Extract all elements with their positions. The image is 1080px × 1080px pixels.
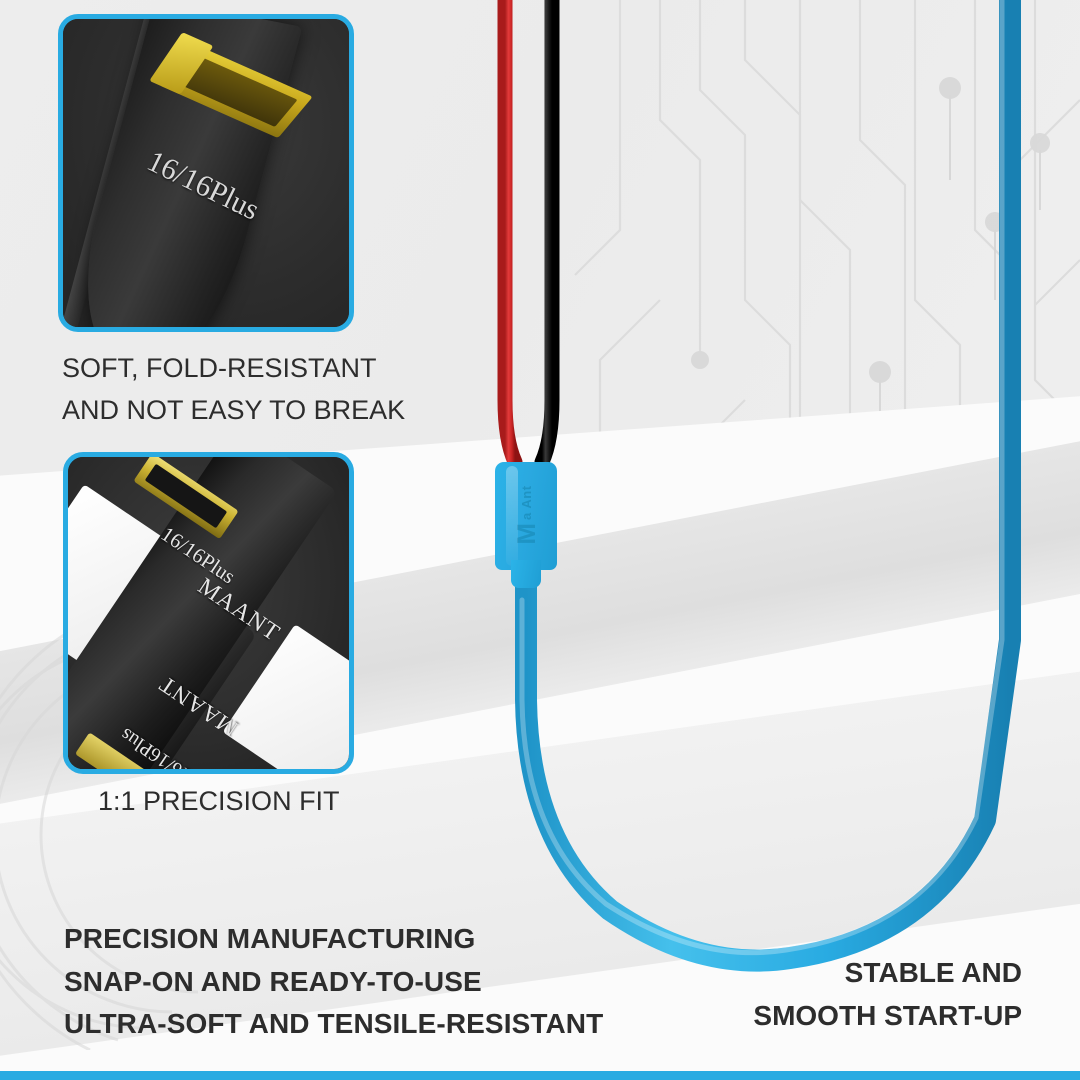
panel-1-caption-line-1: SOFT, FOLD-RESISTANT [62, 353, 377, 383]
maant-logo-text: a Ant [518, 485, 534, 520]
bottom-right-line-2: SMOOTH START-UP [753, 999, 1022, 1031]
blue-cable-loop [515, 0, 1021, 972]
maant-logo-mark: M [511, 522, 541, 545]
panel-2-caption: 1:1 PRECISION FIT [98, 786, 340, 817]
black-wire [534, 0, 560, 470]
blue-cable-highlight [519, 0, 1005, 956]
bottom-left-line-2: SNAP-ON AND READY-TO-USE [64, 965, 482, 997]
bottom-left-line-3: ULTRA-SOFT AND TENSILE-RESISTANT [64, 1008, 604, 1040]
panel-1-caption-line-2: AND NOT EASY TO BREAK [62, 394, 406, 425]
connector-strain-relief [511, 560, 541, 588]
bottom-left-line-1: PRECISION MANUFACTURING [64, 923, 476, 954]
maant-logo: M a Ant [491, 480, 561, 550]
product-photo-panel-2: 16/16Plus MAANT MAANT 16/16Plus [63, 452, 354, 774]
panel-1-caption: SOFT, FOLD-RESISTANT AND NOT EASY TO BRE… [62, 348, 405, 432]
panel-1-image: 16/16Plus [63, 19, 349, 327]
product-photo-panel-1: 16/16Plus [58, 14, 354, 332]
panel-2-image: 16/16Plus MAANT MAANT 16/16Plus [68, 457, 349, 769]
bottom-accent-strip [0, 1071, 1080, 1080]
bottom-left-feature-text: PRECISION MANUFACTURING SNAP-ON AND READ… [64, 918, 603, 1046]
bottom-right-line-1: STABLE AND [844, 957, 1022, 988]
red-wire [497, 0, 523, 470]
cable-connector-body: M a Ant [495, 462, 557, 570]
bottom-right-feature-text: STABLE AND SMOOTH START-UP [753, 952, 1022, 1037]
panel-2-caption-line-1: 1:1 PRECISION FIT [98, 786, 340, 816]
